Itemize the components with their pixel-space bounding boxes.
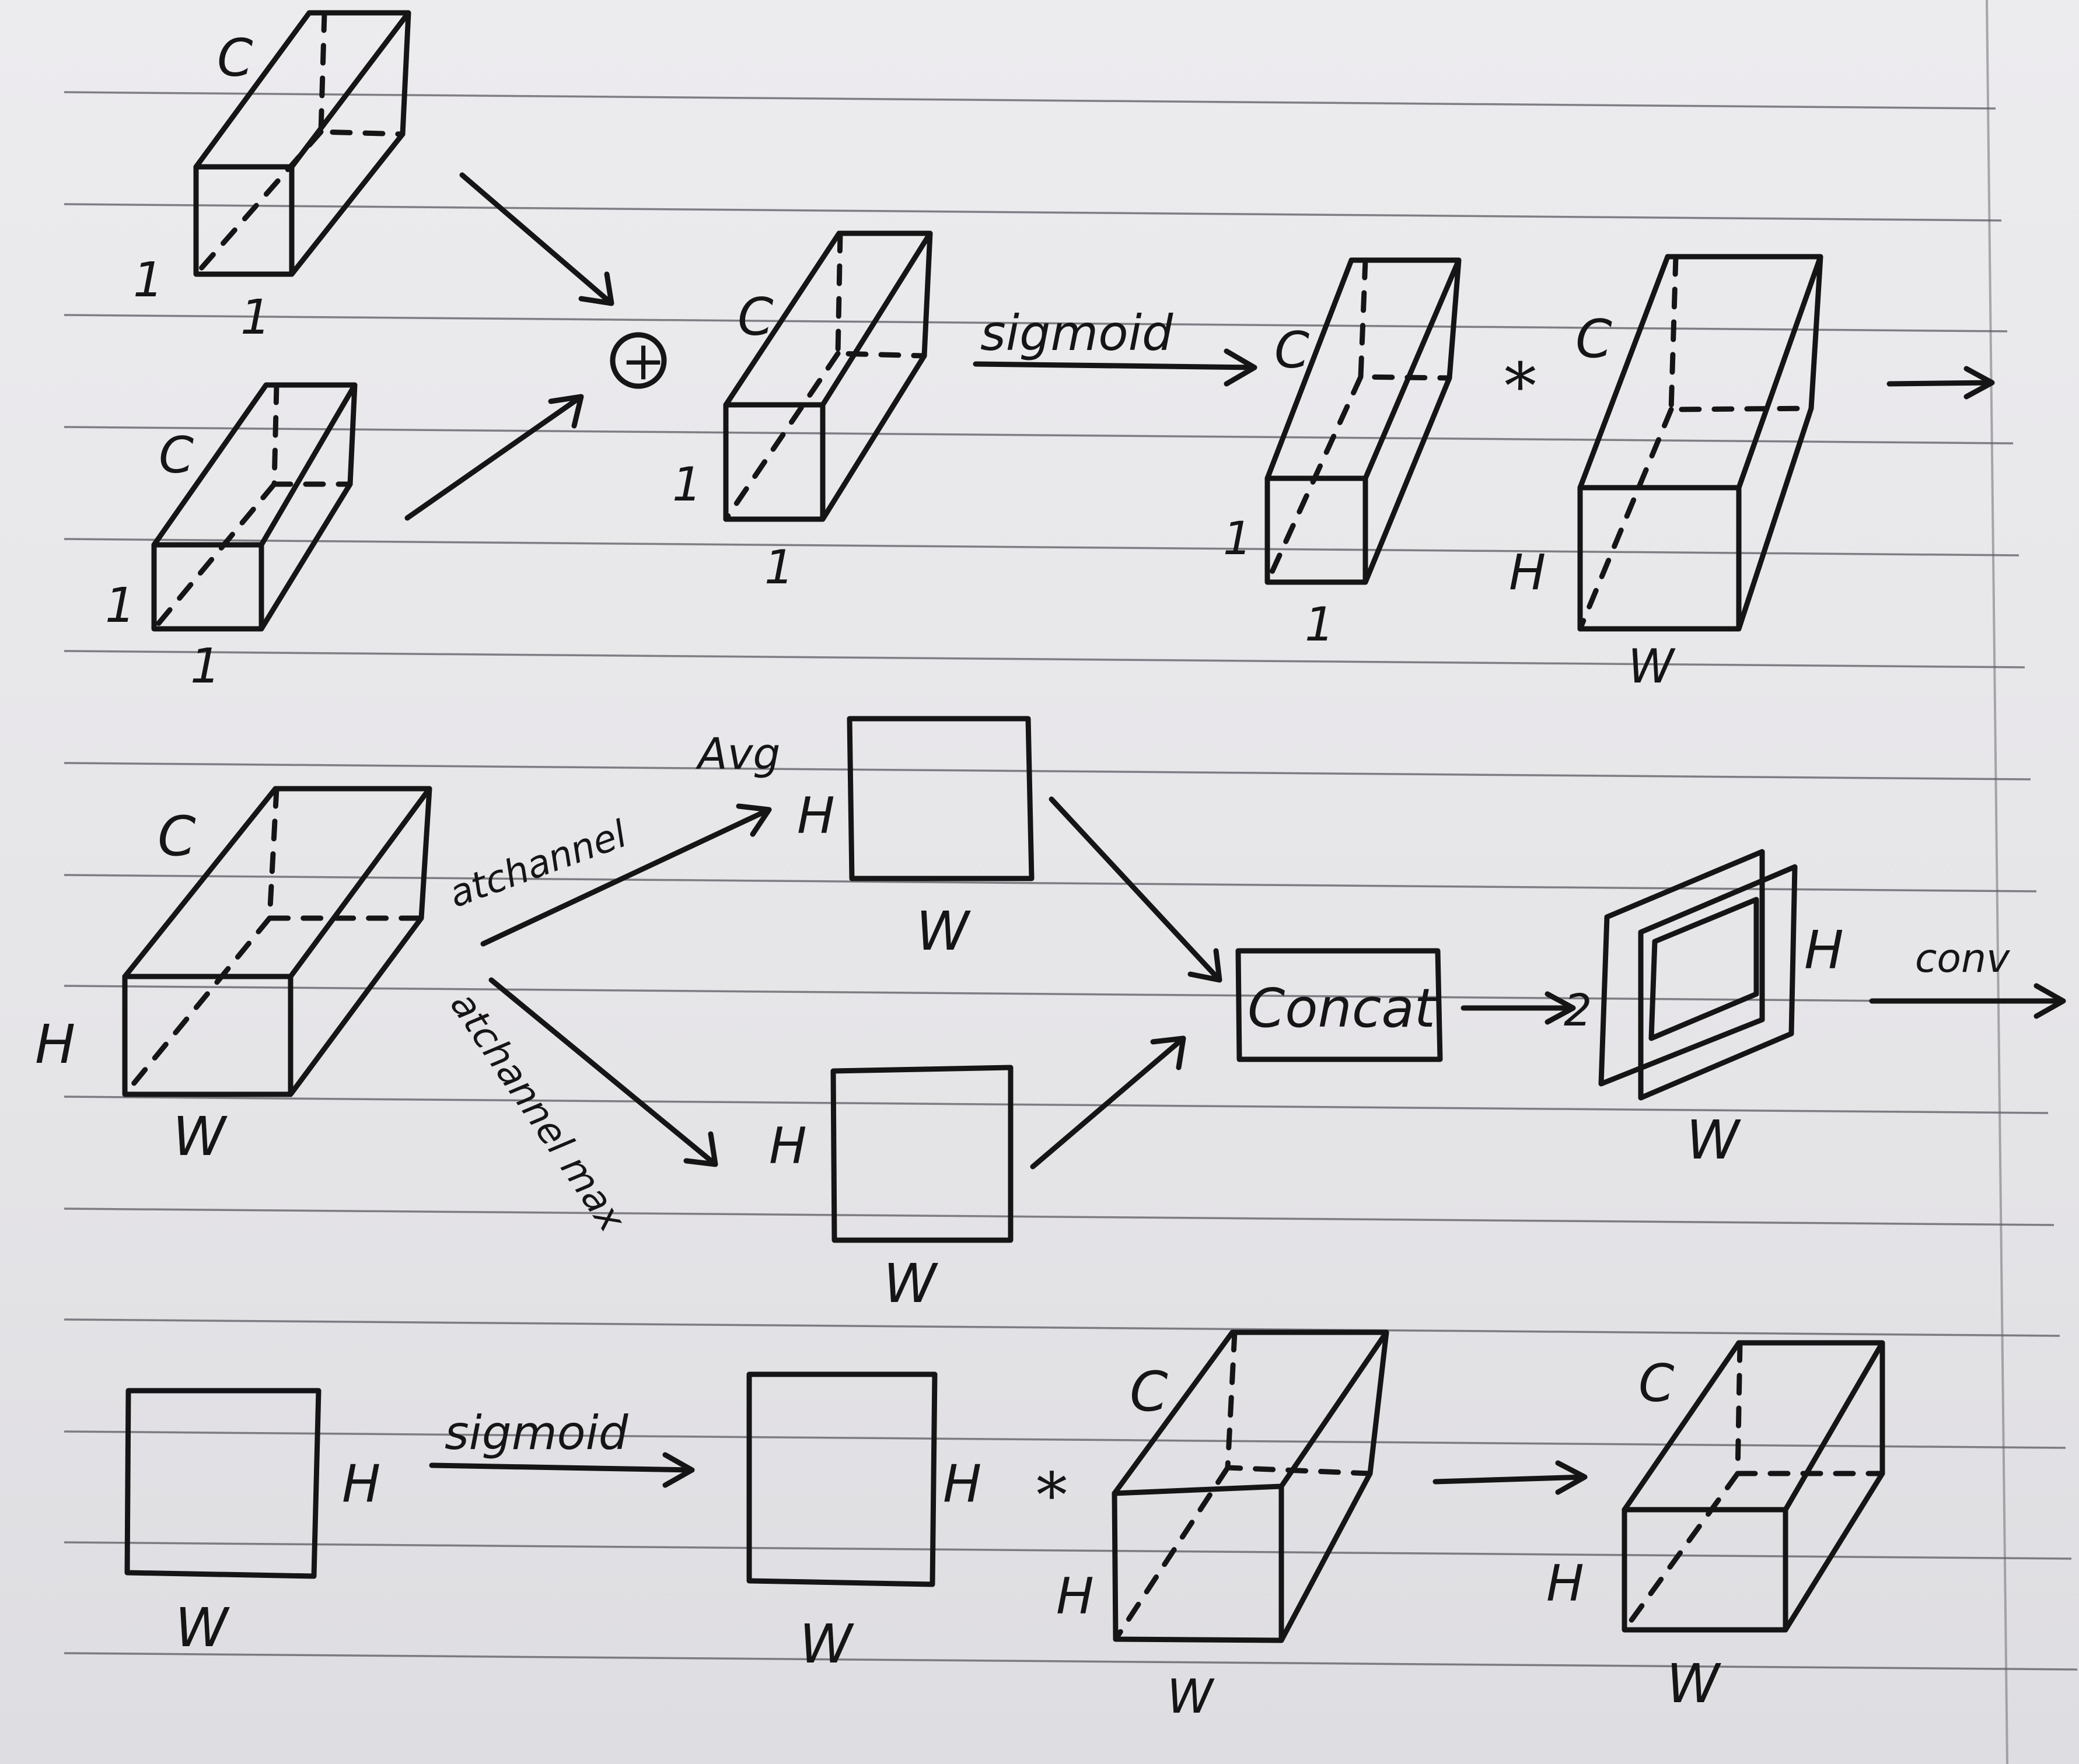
arrow-icon xyxy=(1049,796,1222,983)
label-w: W xyxy=(1167,1670,1215,1724)
pooled-vector-top: C 1 1 xyxy=(133,10,411,345)
label-c: C xyxy=(1575,309,1612,370)
arrow-icon xyxy=(1432,1460,1588,1495)
label-1: 1 xyxy=(240,290,271,345)
concat-label: Concat xyxy=(1248,977,1437,1040)
label-w: W xyxy=(175,1597,230,1659)
label-1: 1 xyxy=(133,253,163,308)
spatial-weights: H W xyxy=(746,1371,981,1675)
feature-map-row2: C H W xyxy=(35,786,432,1168)
label-1: 1 xyxy=(190,639,221,694)
label-h: H xyxy=(1804,920,1844,981)
arrow-icon xyxy=(973,348,1257,387)
label-w: W xyxy=(799,1613,854,1675)
arrow-icon xyxy=(1030,1035,1186,1170)
label-w: W xyxy=(1666,1653,1721,1715)
label-c: C xyxy=(159,426,194,485)
label-h: H xyxy=(769,1117,807,1175)
label-1: 1 xyxy=(764,540,794,594)
arrow-icon xyxy=(1886,366,1995,400)
summed-vector: C 1 1 xyxy=(672,230,933,594)
max-pooled-map: H W xyxy=(769,1065,1014,1315)
concat-box: Concat xyxy=(1235,948,1443,1062)
add-icon: + xyxy=(610,330,667,392)
feature-map-row3: C H W xyxy=(1056,1329,1389,1724)
feature-map-row1: C H W xyxy=(1509,254,1823,694)
label-h: H xyxy=(1546,1555,1584,1613)
multiply-icon: * xyxy=(1504,349,1536,424)
label-h: H xyxy=(1509,544,1546,601)
arrow-icon xyxy=(1869,983,2066,1019)
stacked-maps: H W xyxy=(1598,849,1844,1171)
label-w: W xyxy=(173,1105,228,1168)
refined-output-map: C H W xyxy=(1546,1340,1885,1715)
label-h: H xyxy=(342,1454,380,1514)
arrow-icon xyxy=(488,977,718,1167)
label-c: C xyxy=(1638,1353,1675,1413)
label-c: C xyxy=(158,805,196,869)
label-2: 2 xyxy=(1564,984,1592,1036)
arrow-icon xyxy=(459,172,614,306)
label-h: H xyxy=(1056,1567,1094,1626)
multiply-icon: * xyxy=(1036,1460,1067,1531)
svg-text:+: + xyxy=(621,330,666,392)
label-h: H xyxy=(35,1013,75,1076)
label-1: 1 xyxy=(1305,597,1334,652)
channel-weights: C 1 1 xyxy=(1223,257,1462,652)
label-w: W xyxy=(916,900,971,963)
arrow-icon xyxy=(404,394,584,521)
arrow-icon xyxy=(480,803,772,947)
label-c: C xyxy=(217,28,253,88)
sigmoid-label: sigmoid xyxy=(980,304,1173,362)
arrow-icon xyxy=(429,1452,695,1488)
sigmoid-label: sigmoid xyxy=(445,1406,629,1460)
label-1: 1 xyxy=(672,457,702,512)
channel-max-label: atchannel max xyxy=(442,985,634,1240)
avg-pooled-map: H W xyxy=(797,716,1035,963)
label-w: W xyxy=(1628,639,1676,694)
label-c: C xyxy=(738,287,774,347)
label-h: H xyxy=(943,1454,981,1514)
label-w: W xyxy=(883,1252,938,1315)
label-c: C xyxy=(1274,321,1309,380)
avg-label: Avg xyxy=(696,729,780,779)
conv-label: conv xyxy=(1915,936,2011,982)
label-1: 1 xyxy=(105,578,135,634)
label-w: W xyxy=(1686,1109,1741,1171)
label-h: H xyxy=(797,787,835,845)
conv-output-map: H W xyxy=(124,1388,380,1659)
arrow-icon xyxy=(1460,991,1576,1025)
channel-label: atchannel xyxy=(443,813,633,916)
label-1: 1 xyxy=(1223,513,1252,565)
pooled-vector-bottom: C 1 1 xyxy=(105,382,358,694)
label-c: C xyxy=(1130,1360,1168,1424)
